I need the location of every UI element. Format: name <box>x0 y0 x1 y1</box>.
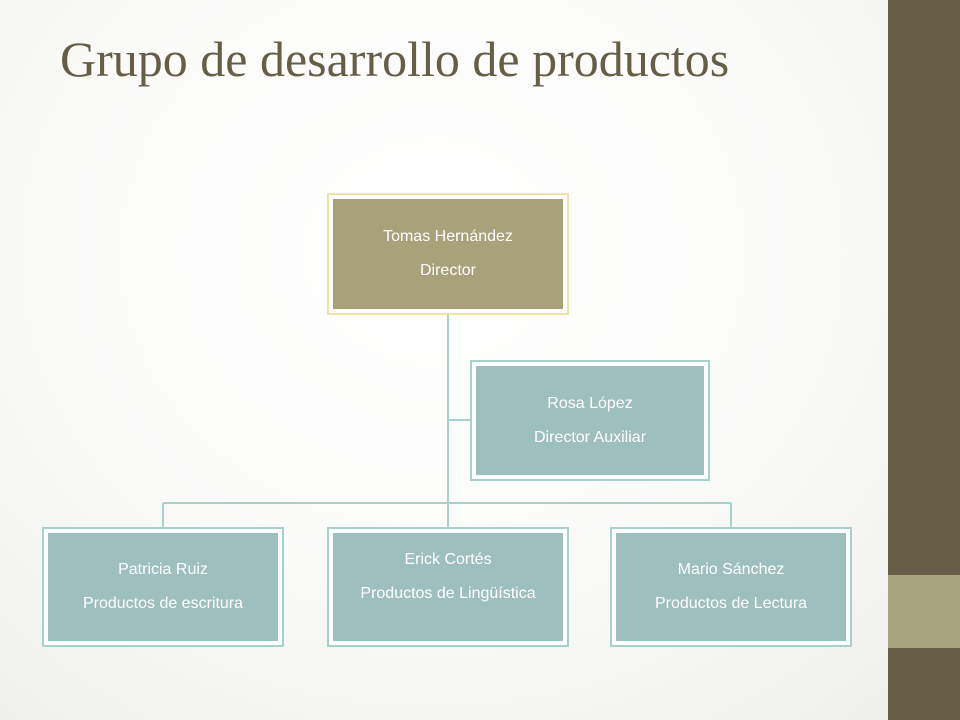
org-node-report-2[interactable]: Erick Cortés Productos de Lingüística <box>329 529 567 645</box>
node-name: Rosa López <box>547 394 633 412</box>
node-name: Tomas Hernández <box>383 228 513 245</box>
node-role: Director Auxiliar <box>533 428 647 446</box>
node-name: Mario Sánchez <box>677 561 785 578</box>
node-role: Productos de Lingüística <box>360 585 536 602</box>
node-role: Productos de escritura <box>82 595 244 612</box>
org-node-assistant-director[interactable]: Rosa López Director Auxiliar <box>472 362 708 479</box>
node-role: Productos de Lectura <box>654 595 808 612</box>
node-name: Erick Cortés <box>404 551 492 568</box>
side-decoration-accent <box>888 575 960 648</box>
node-name: Patricia Ruiz <box>118 561 208 578</box>
org-node-report-1[interactable]: Patricia Ruiz Productos de escritura <box>44 529 282 645</box>
node-role: Director <box>419 262 476 279</box>
org-node-report-3[interactable]: Mario Sánchez Productos de Lectura <box>612 529 850 645</box>
slide-title: Grupo de desarrollo de productos <box>60 31 730 87</box>
org-node-director[interactable]: Tomas Hernández Director <box>329 195 567 313</box>
